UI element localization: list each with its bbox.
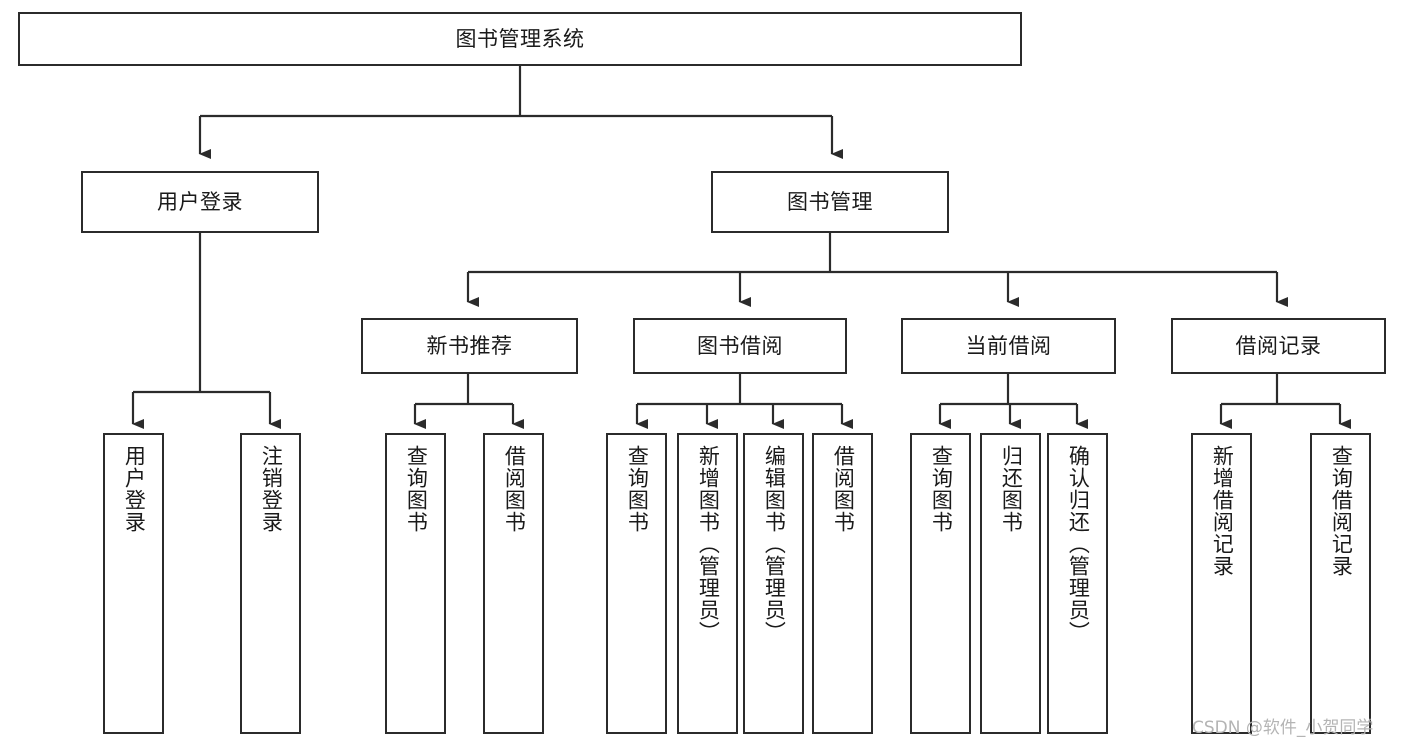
node-leaf-query-book-2-label: 查询图书 [625, 445, 650, 533]
node-book-borrow-label: 图书借阅 [697, 333, 783, 358]
node-book-borrow[interactable]: 图书借阅 [633, 318, 847, 374]
node-leaf-confirm-return-label: 确认归还（管理员） [1066, 445, 1091, 643]
node-borrow-record[interactable]: 借阅记录 [1171, 318, 1386, 374]
node-leaf-borrow-book-1[interactable]: 借阅图书 [483, 433, 544, 734]
node-user-login[interactable]: 用户登录 [81, 171, 319, 233]
node-leaf-add-record[interactable]: 新增借阅记录 [1191, 433, 1252, 734]
node-leaf-query-record[interactable]: 查询借阅记录 [1310, 433, 1371, 734]
node-book-manage-label: 图书管理 [787, 189, 873, 214]
node-leaf-query-book-1[interactable]: 查询图书 [385, 433, 446, 734]
node-leaf-user-logout-label: 注销登录 [259, 445, 284, 533]
node-leaf-borrow-book-1-label: 借阅图书 [502, 445, 527, 533]
watermark: CSDN @软件_小贺同学 [1192, 718, 1374, 738]
node-root-label: 图书管理系统 [455, 26, 585, 51]
node-user-login-label: 用户登录 [157, 189, 243, 214]
node-leaf-return-book[interactable]: 归还图书 [980, 433, 1041, 734]
node-new-book-recommend-label: 新书推荐 [426, 333, 513, 358]
node-leaf-add-record-label: 新增借阅记录 [1210, 445, 1235, 577]
node-leaf-confirm-return[interactable]: 确认归还（管理员） [1047, 433, 1108, 734]
node-book-manage[interactable]: 图书管理 [711, 171, 949, 233]
node-current-borrow-label: 当前借阅 [965, 333, 1052, 358]
node-leaf-edit-book[interactable]: 编辑图书（管理员） [743, 433, 804, 734]
node-leaf-query-book-3[interactable]: 查询图书 [910, 433, 971, 734]
node-leaf-edit-book-label: 编辑图书（管理员） [762, 445, 787, 643]
node-new-book-recommend[interactable]: 新书推荐 [361, 318, 578, 374]
node-leaf-query-record-label: 查询借阅记录 [1329, 445, 1354, 577]
node-root[interactable]: 图书管理系统 [18, 12, 1022, 66]
node-leaf-query-book-3-label: 查询图书 [929, 445, 954, 533]
node-leaf-add-book[interactable]: 新增图书（管理员） [677, 433, 738, 734]
node-leaf-add-book-label: 新增图书（管理员） [696, 445, 721, 643]
node-leaf-user-logout[interactable]: 注销登录 [240, 433, 301, 734]
node-leaf-query-book-1-label: 查询图书 [404, 445, 429, 533]
node-current-borrow[interactable]: 当前借阅 [901, 318, 1116, 374]
node-leaf-query-book-2[interactable]: 查询图书 [606, 433, 667, 734]
node-leaf-borrow-book-2-label: 借阅图书 [831, 445, 856, 533]
node-leaf-user-login[interactable]: 用户登录 [103, 433, 164, 734]
node-borrow-record-label: 借阅记录 [1235, 333, 1322, 358]
node-leaf-user-login-label: 用户登录 [122, 445, 147, 533]
node-leaf-return-book-label: 归还图书 [999, 445, 1024, 533]
node-leaf-borrow-book-2[interactable]: 借阅图书 [812, 433, 873, 734]
